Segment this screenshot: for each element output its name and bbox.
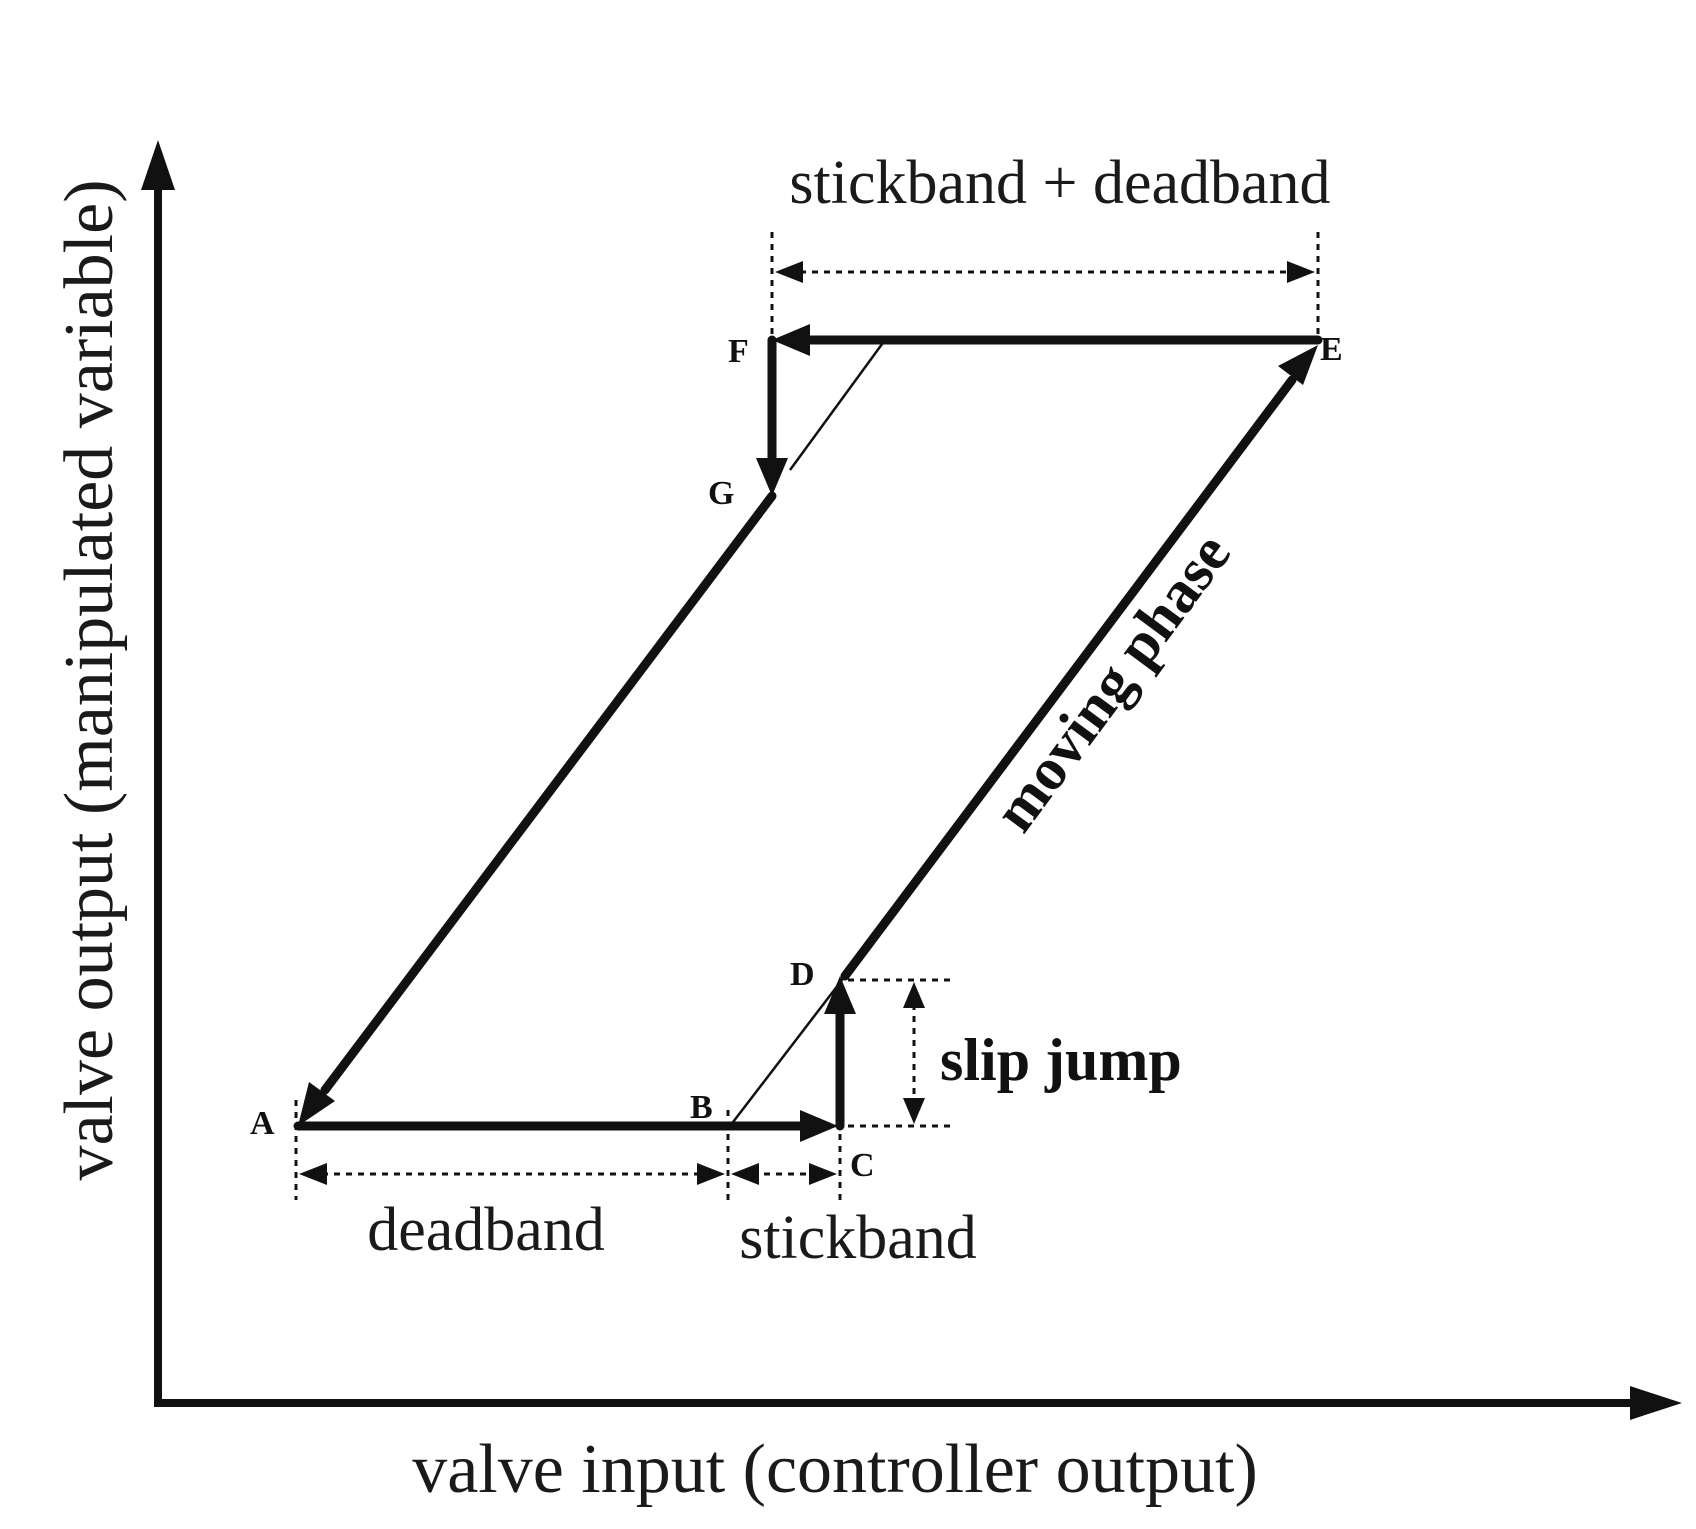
- stickband-arrow-left: [731, 1163, 759, 1185]
- arrowhead-at-d: [824, 976, 856, 1014]
- deadband-label: deadband: [367, 1196, 605, 1264]
- point-label-c: C: [850, 1147, 875, 1184]
- guide-line-g-to-top: [788, 339, 887, 471]
- y-axis-title: valve output (manipulated variable): [51, 179, 128, 1180]
- arrowhead-at-c: [800, 1110, 838, 1142]
- stickband-label: stickband: [739, 1204, 977, 1272]
- dimension-arrow-right: [1287, 261, 1315, 283]
- deadband-arrow-right: [697, 1163, 725, 1185]
- path-d-to-e: [840, 375, 1297, 981]
- stick-slip-loop: [293, 324, 1323, 1142]
- point-label-d: D: [790, 956, 815, 993]
- guide-line-b-to-d: [729, 975, 846, 1127]
- slip-jump-label: slip jump: [940, 1027, 1182, 1093]
- moving-phase-label: moving phase: [981, 521, 1243, 843]
- point-label-g: G: [708, 475, 734, 512]
- path-g-to-a: [320, 491, 777, 1095]
- slip-jump-arrow-bottom: [903, 1098, 925, 1124]
- dimension-arrow-left: [775, 261, 803, 283]
- point-label-b: B: [690, 1089, 713, 1126]
- deadband-arrow-left: [299, 1163, 327, 1185]
- arrowhead-at-e: [1278, 345, 1318, 385]
- dimension-bottom: deadband stickband: [294, 1100, 977, 1272]
- dimension-slip-jump: slip jump: [848, 978, 1182, 1128]
- arrowhead-at-g: [756, 458, 788, 496]
- point-labels: A B C D E F G: [250, 331, 1343, 1184]
- y-axis-arrowhead: [141, 140, 175, 190]
- point-label-f: F: [728, 333, 749, 370]
- slip-jump-arrow-top: [903, 982, 925, 1008]
- x-axis-arrowhead: [1630, 1386, 1682, 1420]
- stickband-arrow-right: [809, 1163, 837, 1185]
- arrowhead-at-f: [772, 324, 810, 356]
- point-label-e: E: [1320, 331, 1343, 368]
- stickband-plus-deadband-label: stickband + deadband: [789, 149, 1330, 217]
- point-label-a: A: [250, 1105, 275, 1142]
- axes: [141, 140, 1682, 1420]
- arrowhead-at-a: [298, 1082, 335, 1126]
- dimension-stickband-plus-deadband: stickband + deadband: [770, 149, 1331, 340]
- x-axis-title: valve input (controller output): [412, 1431, 1258, 1508]
